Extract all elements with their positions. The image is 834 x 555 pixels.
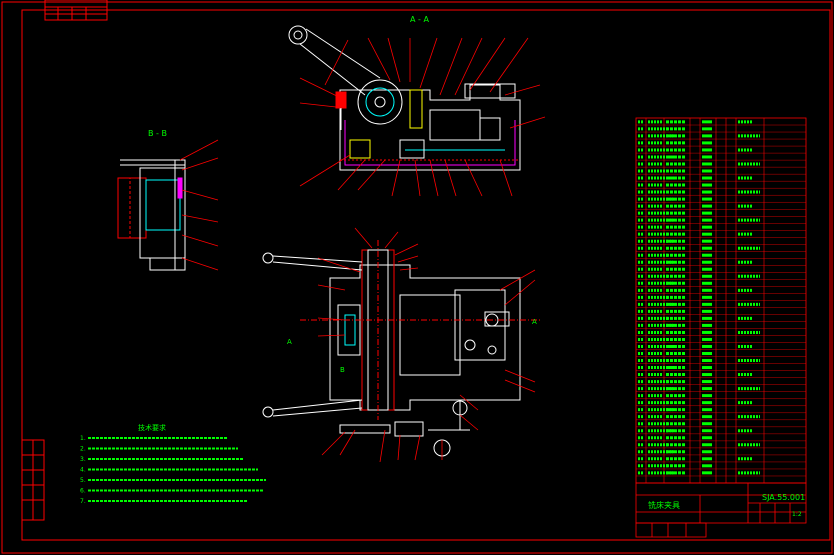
title-block bbox=[635, 482, 807, 538]
drawing-scale: 1:2 bbox=[792, 511, 802, 518]
tech-requirement-number: 5. bbox=[80, 477, 86, 484]
top-left-code-box bbox=[44, 0, 108, 21]
drawing-name: 铣床夹具 bbox=[648, 500, 680, 510]
tech-requirement-number: 3. bbox=[80, 456, 86, 463]
view-aa-leaders bbox=[299, 37, 546, 197]
eccentric-wheel bbox=[357, 79, 403, 125]
tech-requirement-number: 2. bbox=[80, 446, 86, 453]
view-plan-leaders bbox=[317, 227, 536, 463]
tech-requirement-number: 7. bbox=[80, 498, 86, 505]
tech-requirement-number: 1. bbox=[80, 435, 86, 442]
tech-requirement-number: 6. bbox=[80, 488, 86, 495]
view-marker-b: B bbox=[340, 366, 345, 374]
tech-requirement-number: 4. bbox=[80, 467, 86, 474]
view-aa bbox=[288, 25, 521, 171]
tech-requirements-block: 技术要求 1. 2. 3. 4. 5. 6. 7. bbox=[80, 423, 266, 505]
left-stamp-box bbox=[21, 439, 45, 521]
view-marker-a-left: A bbox=[287, 338, 292, 346]
drawing-number: SJA.55.001 bbox=[762, 493, 805, 502]
plan-body bbox=[329, 264, 521, 411]
inner-frame bbox=[21, 9, 831, 541]
parts-list-table bbox=[635, 117, 807, 484]
view-plan bbox=[262, 240, 540, 457]
lever-eye bbox=[288, 25, 308, 45]
view-bb bbox=[117, 159, 186, 271]
tech-requirements-title: 技术要求 bbox=[138, 423, 166, 432]
view-marker-a-right: A bbox=[532, 318, 537, 326]
section-aa-label: A - A bbox=[410, 15, 429, 24]
view-bb-leaders bbox=[179, 139, 219, 271]
section-bb-label: B - B bbox=[148, 129, 167, 138]
lever-arm bbox=[299, 28, 381, 96]
body-outline bbox=[339, 84, 521, 171]
